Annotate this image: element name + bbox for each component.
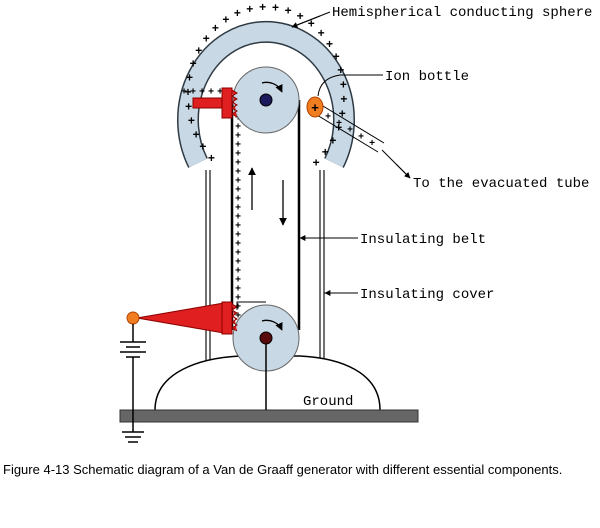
figure-caption: Figure 4-13 Schematic diagram of a Van d… [3,462,563,477]
charge-sign: + [235,167,241,178]
charge-sign: + [217,87,223,98]
charge-sign: + [235,275,241,286]
charge-sign: + [235,131,241,142]
hemispherical-sphere: ++++++++++++++++++++++++++++++ [177,0,355,169]
charge-sign: + [188,114,195,128]
charge-sign: + [235,311,241,322]
insulating-belt [230,100,301,330]
charge-sign: + [234,6,241,20]
charge-sign: + [246,2,253,16]
charge-sign: + [185,99,192,113]
charge-sign: + [235,158,241,169]
charge-sign: + [235,284,241,295]
charge-sign: + [333,49,340,63]
charge-sign: + [329,133,336,147]
ion-bottle: +++++ + [306,96,385,153]
upper-collector-comb [192,87,238,119]
charge-sign: + [335,120,342,134]
charge-sign: + [308,16,315,30]
charge-sign: + [235,266,241,277]
lower-spray-comb [126,301,266,335]
charge-sign: + [186,70,193,84]
belt-charge-signs: ++++++++++++++++++++++++++++ [181,87,241,322]
charge-sign: + [235,248,241,259]
charge-sign: + [235,149,241,160]
charge-sign: + [235,122,241,133]
charge-sign: + [190,87,196,98]
sphere-charge-signs: ++++++++++++++++++++++++++++++ [185,0,348,169]
svg-text:+: + [311,100,319,115]
charge-sign: + [235,257,241,268]
charge-sign: + [203,31,210,45]
charge-sign: + [339,106,346,120]
charge-sign: + [235,185,241,196]
charge-sign: + [193,127,200,141]
label-insulating-belt: Insulating belt [360,232,486,248]
charge-sign: + [235,203,241,214]
charge-sign: + [313,155,320,169]
label-ion-bottle: Ion bottle [385,69,469,85]
charge-sign: + [199,140,206,154]
charge-sign: + [208,151,215,165]
charge-sign: + [208,87,214,98]
charge-sign: + [235,230,241,241]
charge-sign: + [272,1,279,15]
charge-sign: + [199,87,205,98]
charge-sign: + [337,63,344,77]
charge-sign: + [285,4,292,18]
charge-sign: + [318,26,325,40]
charge-sign: + [235,293,241,304]
charge-sign: + [235,194,241,205]
charge-sign: + [358,131,364,142]
charge-sign: + [340,77,347,91]
charge-sign: + [340,92,347,106]
charge-sign: + [235,176,241,187]
charge-sign: + [336,118,342,129]
upper-pulley [232,66,300,134]
charge-sign: + [235,212,241,223]
base-plate [119,409,419,423]
charge-sign: + [235,302,241,313]
charge-sign: + [369,138,375,149]
label-evacuated-tube: To the evacuated tube [413,176,589,192]
charge-sign: + [212,21,219,35]
charge-sign: + [325,112,331,123]
charge-sign: + [185,85,192,99]
charge-sign: + [190,56,197,70]
charge-sign: + [235,221,241,232]
charge-sign: + [195,43,202,57]
label-hemispherical-sphere: Hemispherical conducting sphere [332,5,592,21]
battery-ground-circuit [120,324,146,443]
charge-sign: + [222,13,229,27]
charge-sign: + [259,0,266,14]
label-ground: Ground [303,394,353,410]
charge-sign: + [181,87,187,98]
charge-sign: + [297,9,304,23]
charge-sign: + [235,140,241,151]
charge-sign: + [322,145,329,159]
charge-sign: + [326,37,333,51]
label-insulating-cover: Insulating cover [360,287,494,303]
charge-sign: + [235,239,241,250]
van-de-graaff-diagram: ++++++++++++++++++++++++++++++ +++++++++… [119,0,592,443]
callout-arrowheads [291,15,411,296]
charge-sign: + [347,125,353,136]
